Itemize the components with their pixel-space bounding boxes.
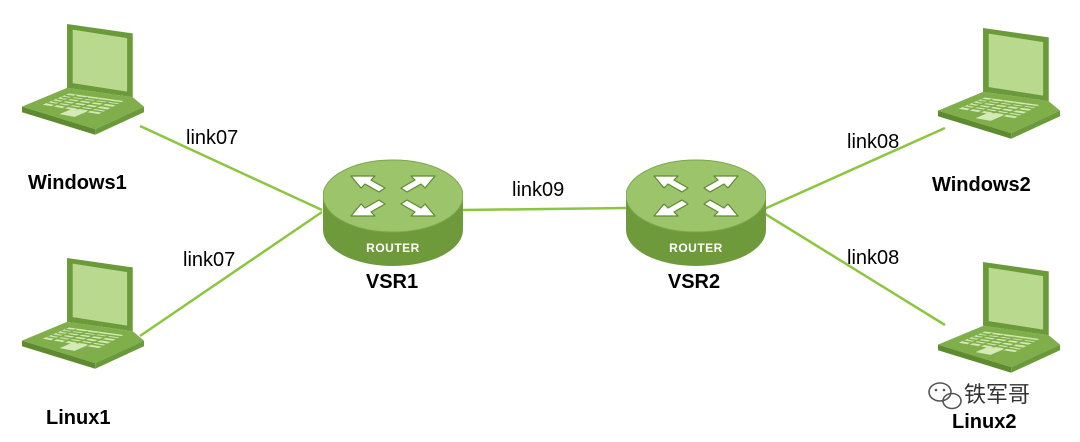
wechat-icon: [928, 382, 962, 410]
node-linux2[interactable]: Linux2: [938, 262, 1060, 433]
node-windows2[interactable]: Windows2: [932, 28, 1060, 196]
links: [139, 124, 946, 338]
laptop-icon: [22, 258, 144, 370]
node-label-windows1: Windows1: [28, 172, 127, 194]
link-label-linux1-vsr1: link07: [183, 249, 235, 271]
link-vsr1-vsr2: [461, 206, 627, 212]
link-label-vsr1-vsr2: link09: [512, 179, 564, 201]
link-windows1-vsr1: [139, 124, 323, 212]
link-vsr2-windows2: [761, 126, 946, 212]
link-vsr2-linux2: [761, 210, 946, 327]
watermark-text: 铁军哥: [964, 383, 1030, 408]
laptop-icon: [938, 28, 1060, 140]
laptop-icon: [938, 262, 1060, 374]
node-label-linux2: Linux2: [952, 411, 1016, 433]
node-linux1[interactable]: Linux1: [22, 258, 144, 429]
node-label-vsr2: VSR2: [668, 271, 720, 293]
node-windows1[interactable]: Windows1: [22, 24, 144, 194]
laptop-icon: [22, 24, 144, 136]
node-vsr1[interactable]: ROUTER VSR1: [323, 159, 463, 293]
node-label-linux1: Linux1: [46, 407, 110, 429]
link-label-vsr2-linux2: link08: [847, 247, 899, 269]
node-vsr2[interactable]: ROUTER VSR2: [626, 159, 766, 293]
link-label-vsr2-windows2: link08: [847, 131, 899, 153]
router-badge-vsr2: ROUTER: [669, 241, 723, 255]
node-label-vsr1: VSR1: [366, 271, 418, 293]
router-badge-vsr1: ROUTER: [366, 241, 420, 255]
link-linux1-vsr1: [139, 210, 323, 338]
watermark: 铁军哥: [928, 382, 1030, 410]
node-label-windows2: Windows2: [932, 174, 1031, 196]
link-label-windows1-vsr1: link07: [186, 127, 238, 149]
